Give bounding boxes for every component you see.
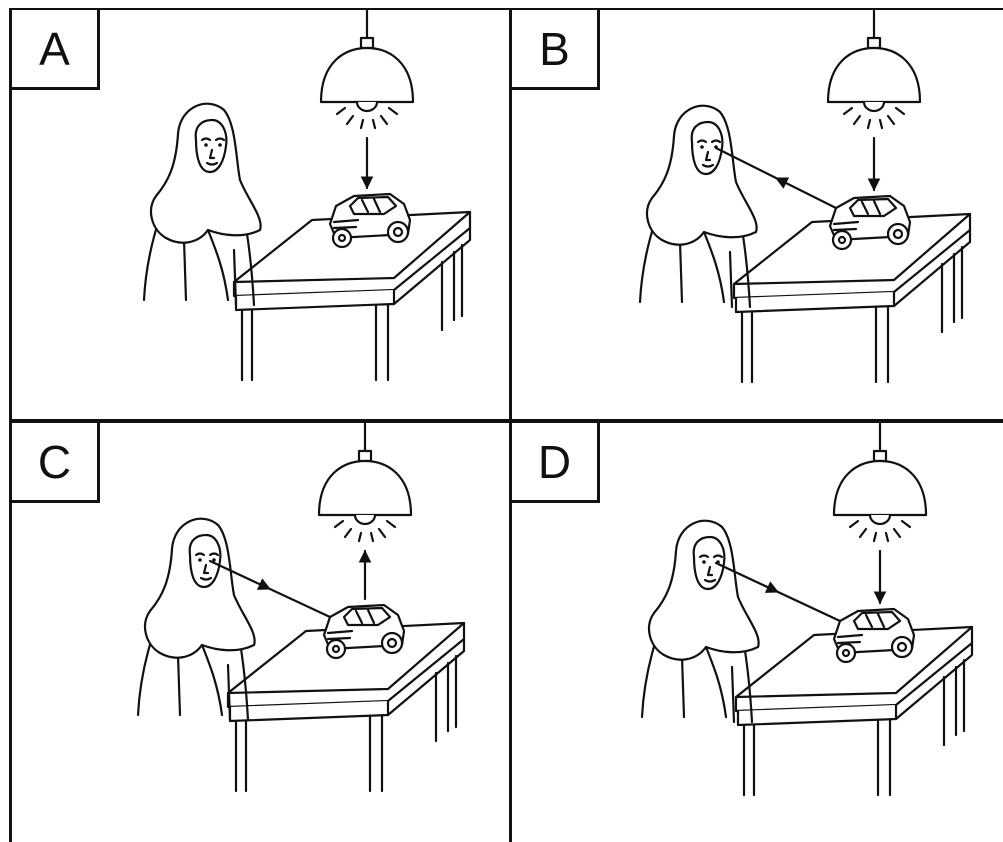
light-glow-ray [844,108,852,114]
panel-a: A [12,10,509,419]
light-glow-ray [860,529,866,537]
light-ray-down [875,551,886,603]
girl-eye-right [218,143,222,147]
lamp-shade [321,48,413,102]
lamp-shade [828,48,920,102]
lamp [834,423,926,541]
lamp-shade [319,461,411,515]
panel-label-box-a: A [12,10,100,90]
car-windshield [350,197,396,214]
light-ray-down [869,138,880,190]
lamp-socket [874,451,886,461]
lamp-bulb [864,102,884,111]
car-wheel-front [837,644,855,662]
girl-eye-left [700,145,704,149]
car-wheel-front [833,231,851,249]
light-glow-ray [361,120,363,128]
light-glow-ray [894,529,900,537]
panel-label-a: A [39,22,70,76]
panel-b: B [512,10,1003,419]
light-glow-ray [347,116,353,124]
lamp [828,10,920,128]
car-wheel-rear [382,633,402,653]
panel-label-d: D [538,435,571,489]
light-glow-ray [379,529,385,537]
panel-label-c: C [38,435,71,489]
car-windshield [344,608,390,625]
lamp-bulb [870,515,890,524]
light-glow-ray [359,533,361,541]
car-wheel-rear [888,224,908,244]
light-glow-ray [345,529,351,537]
panel-c: C [12,423,509,842]
car-wheel-rear [388,222,408,242]
light-glow-ray [387,521,395,527]
panel-label-box-d: D [512,423,600,503]
car-windshield [854,612,900,629]
ray-arrowhead [258,579,270,589]
light-glow-ray [381,116,387,124]
light-ray-down [362,138,373,188]
light-glow-ray [389,108,397,114]
lamp-shade [834,461,926,515]
light-glow-ray [335,521,343,527]
light-glow-ray [874,533,876,541]
ray-arrowhead [362,177,373,188]
light-glow-ray [888,116,894,124]
panel-label-box-b: B [512,10,600,90]
light-glow-ray [850,521,858,527]
girl-arm [208,230,228,300]
light-glow-ray [371,533,373,541]
girl-arm [202,645,222,715]
light-glow-ray [868,120,870,128]
ray-arrowhead [869,179,880,190]
ray-arrowhead [360,551,371,562]
lamp-bulb [357,102,377,111]
car-windshield [850,199,896,216]
light-glow-ray [902,521,910,527]
car-wheel-front [333,229,351,247]
girl-observer [640,106,757,307]
girl-arm [704,232,724,302]
ray-arrowhead [875,592,886,603]
girl-arm [706,647,726,717]
girl-eye-left [204,143,208,147]
lamp [321,10,413,128]
light-ray-up [360,551,371,599]
light-glow-ray [854,116,860,124]
panel-label-box-c: C [12,423,100,503]
ray-arrowhead [766,582,778,592]
lamp-socket [868,38,880,48]
light-glow-ray [896,108,904,114]
car-wheel-rear [892,637,912,657]
light-glow-ray [373,120,375,128]
lamp-bulb [355,515,375,524]
light-glow-ray [337,108,345,114]
panel-d: D [512,423,1003,842]
lamp-socket [361,38,373,48]
car-wheel-front [327,640,345,658]
light-glow-ray [880,120,882,128]
lamp-socket [359,451,371,461]
light-glow-ray [886,533,888,541]
girl-eye-left [198,558,202,562]
girl-eye-left [702,560,706,564]
lamp [319,423,411,541]
panel-label-b: B [539,22,570,76]
